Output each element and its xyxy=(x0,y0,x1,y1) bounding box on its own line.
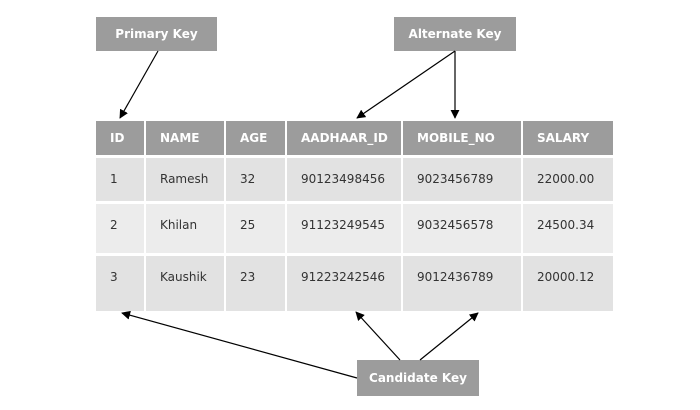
cell-age: 23 xyxy=(226,256,285,311)
cell-mobile-no: 9032456578 xyxy=(403,204,521,253)
cell-aadhaar-id: 91123249545 xyxy=(287,204,401,253)
cell-name: Ramesh xyxy=(146,158,224,201)
cell-id: 1 xyxy=(96,158,144,201)
candidate-key-arrow-id xyxy=(121,310,358,379)
candidate-key-label: Candidate Key xyxy=(357,360,479,396)
cell-aadhaar-id: 90123498456 xyxy=(287,158,401,201)
table-row: 1 Ramesh 32 90123498456 9023456789 22000… xyxy=(96,158,613,201)
table-row: 2 Khilan 25 91123249545 9032456578 24500… xyxy=(96,204,613,253)
cell-age: 32 xyxy=(226,158,285,201)
alternate-key-label: Alternate Key xyxy=(394,17,516,51)
candidate-key-arrow-mobile xyxy=(419,312,479,361)
column-header-salary: SALARY xyxy=(523,121,613,155)
cell-name: Khilan xyxy=(146,204,224,253)
table-row: 3 Kaushik 23 91223242546 9012436789 2000… xyxy=(96,256,613,311)
cell-salary: 20000.12 xyxy=(523,256,613,311)
cell-mobile-no: 9012436789 xyxy=(403,256,521,311)
primary-key-arrow xyxy=(119,50,159,119)
column-header-mobile-no: MOBILE_NO xyxy=(403,121,521,155)
column-header-id: ID xyxy=(96,121,144,155)
cell-mobile-no: 9023456789 xyxy=(403,158,521,201)
candidate-key-arrow-aadhaar xyxy=(355,311,401,361)
cell-aadhaar-id: 91223242546 xyxy=(287,256,401,311)
primary-key-label: Primary Key xyxy=(96,17,217,51)
table-header-row: ID NAME AGE AADHAAR_ID MOBILE_NO SALARY xyxy=(96,121,613,155)
alternate-key-arrow-aadhaar xyxy=(356,50,456,119)
cell-salary: 24500.34 xyxy=(523,204,613,253)
cell-id: 3 xyxy=(96,256,144,311)
cell-age: 25 xyxy=(226,204,285,253)
column-header-aadhaar-id: AADHAAR_ID xyxy=(287,121,401,155)
customers-table: ID NAME AGE AADHAAR_ID MOBILE_NO SALARY … xyxy=(94,118,615,314)
cell-salary: 22000.00 xyxy=(523,158,613,201)
column-header-age: AGE xyxy=(226,121,285,155)
cell-id: 2 xyxy=(96,204,144,253)
cell-name: Kaushik xyxy=(146,256,224,311)
column-header-name: NAME xyxy=(146,121,224,155)
